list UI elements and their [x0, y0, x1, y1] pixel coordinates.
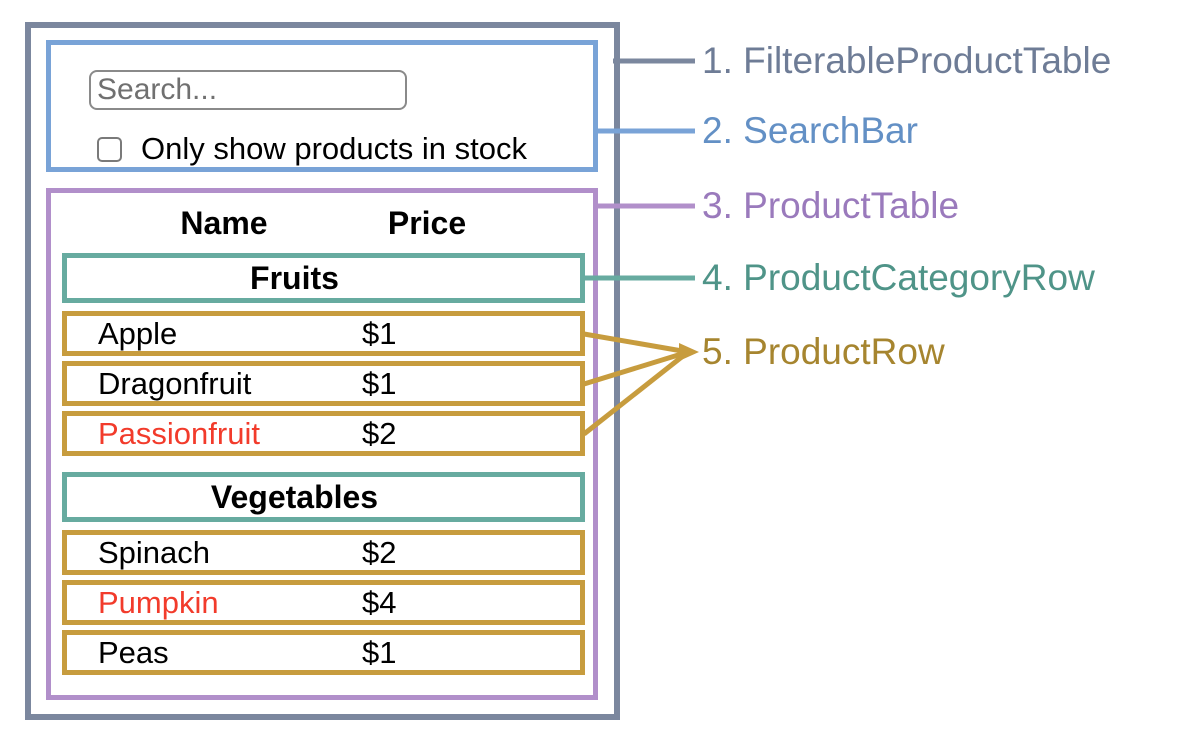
product-row: Peas $1	[62, 630, 585, 675]
product-row: Pumpkin $4	[62, 580, 585, 625]
product-price: $1	[362, 315, 397, 351]
in-stock-filter-row: Only show products in stock	[97, 131, 527, 167]
product-price: $4	[362, 584, 397, 620]
annotation-label-search-bar: 2. SearchBar	[702, 110, 918, 151]
product-price: $1	[362, 634, 397, 670]
category-label: Vegetables	[210, 478, 379, 515]
annotation-label-filterable-product-table: 1. FilterableProductTable	[702, 40, 1112, 81]
column-header-price: Price	[387, 205, 467, 241]
column-header-name: Name	[180, 205, 268, 241]
search-input[interactable]	[89, 70, 407, 110]
product-price: $1	[362, 365, 397, 401]
product-category-row: Fruits	[62, 253, 585, 303]
product-row: Apple $1	[62, 311, 585, 356]
filterable-product-table-box: Only show products in stock Name Price F…	[25, 22, 620, 720]
product-table-box: Name Price Fruits Apple $1 Dragonfruit $…	[46, 188, 598, 700]
product-name: Passionfruit	[98, 415, 260, 451]
in-stock-checkbox-label: Only show products in stock	[141, 131, 527, 166]
product-row: Dragonfruit $1	[62, 361, 585, 406]
product-price: $2	[362, 415, 397, 451]
product-name: Peas	[98, 634, 169, 670]
in-stock-checkbox[interactable]	[97, 136, 122, 162]
product-name: Pumpkin	[98, 584, 219, 620]
product-name: Spinach	[98, 534, 211, 570]
annotation-label-product-table: 3. ProductTable	[702, 185, 960, 226]
product-row: Spinach $2	[62, 530, 585, 575]
category-label: Fruits	[250, 259, 339, 296]
product-category-row: Vegetables	[62, 472, 585, 522]
product-row: Passionfruit $2	[62, 411, 585, 456]
table-header-row: Name Price	[51, 205, 593, 241]
search-bar-box: Only show products in stock	[46, 40, 598, 172]
product-name: Dragonfruit	[98, 365, 252, 401]
table-body: Fruits Apple $1 Dragonfruit $1 Passionfr…	[62, 237, 585, 675]
product-name: Apple	[98, 315, 178, 351]
product-price: $2	[362, 534, 397, 570]
arrowhead-product-row	[679, 343, 699, 361]
annotation-label-product-row: 5. ProductRow	[702, 331, 945, 372]
annotation-label-product-category-row: 4. ProductCategoryRow	[702, 257, 1095, 298]
